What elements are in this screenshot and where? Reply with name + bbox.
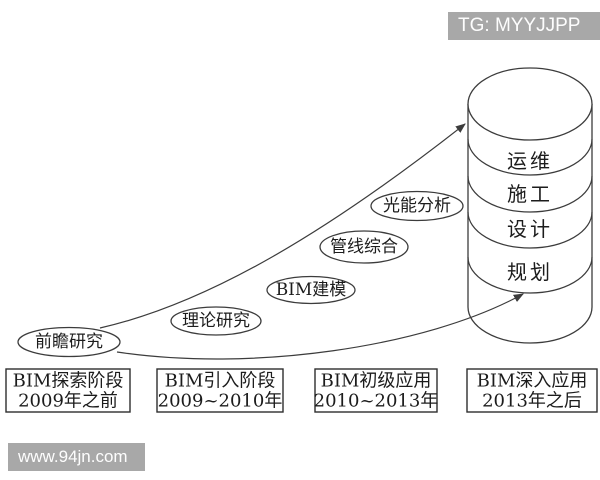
- stage-box-exploration-period: 2009年之前: [18, 391, 118, 412]
- stage-box-introduction-rect: [156, 368, 284, 413]
- stage-box-introduction: BIM引入阶段 2009~2010年: [156, 368, 284, 413]
- bubble-theoretical-research-label: 理论研究: [182, 311, 250, 331]
- bubble-bim-modeling: BIM建模: [266, 275, 356, 305]
- milestone-bubbles: 前瞻研究 理论研究 BIM建模 管线综合 光能分析: [17, 190, 464, 358]
- stage-box-introduction-title: BIM引入阶段: [165, 371, 276, 392]
- bubble-light-analysis-ellipse: [370, 190, 464, 222]
- stage-boxes: BIM探索阶段 2009年之前 BIM引入阶段 2009~2010年 BIM初级…: [5, 368, 598, 413]
- bubble-bim-modeling-ellipse: [266, 275, 356, 305]
- growth-curves: [99, 123, 524, 360]
- watermark-badge: www.94jn.com: [8, 443, 145, 471]
- bubble-theoretical-research-ellipse: [170, 306, 262, 336]
- stage-box-exploration: BIM探索阶段 2009年之前: [5, 368, 131, 413]
- bubble-pipeline-integration: 管线综合: [319, 230, 409, 264]
- cylinder-body: [467, 104, 593, 344]
- database-cylinder: 运维 施工 设计 规划: [467, 67, 593, 344]
- cylinder-divider-4: [467, 256, 593, 294]
- cylinder-layer-design: 设计: [507, 217, 553, 241]
- bubble-light-analysis: 光能分析: [370, 190, 464, 222]
- bubble-pipeline-integration-label: 管线综合: [330, 237, 398, 257]
- stage-box-introduction-period: 2009~2010年: [158, 391, 283, 412]
- cylinder-divider-1: [467, 138, 593, 176]
- bubble-foresight-research-ellipse: [17, 326, 121, 358]
- stage-box-deep-application-title: BIM深入应用: [477, 371, 588, 392]
- bubble-bim-modeling-label: BIM建模: [276, 280, 347, 300]
- lower-growth-arrow: [116, 293, 524, 360]
- cylinder-layer-operations: 运维: [507, 149, 553, 173]
- cylinder-top-lid: [467, 67, 593, 141]
- upper-growth-arrow: [99, 123, 466, 329]
- stage-box-exploration-title: BIM探索阶段: [13, 371, 124, 392]
- stage-box-deep-application-period: 2013年之后: [482, 391, 582, 412]
- bubble-pipeline-integration-ellipse: [319, 230, 409, 264]
- bubble-foresight-research: 前瞻研究: [17, 326, 121, 358]
- bubble-theoretical-research: 理论研究: [170, 306, 262, 336]
- bubble-foresight-research-label: 前瞻研究: [35, 332, 103, 352]
- bubble-light-analysis-label: 光能分析: [383, 196, 451, 216]
- stage-box-primary-application: BIM初级应用 2010~2013年: [314, 368, 439, 413]
- cylinder-divider-3: [467, 211, 593, 249]
- stage-box-deep-application: BIM深入应用 2013年之后: [466, 368, 598, 413]
- cylinder-layer-planning: 规划: [507, 260, 553, 284]
- cylinder-divider-2: [467, 175, 593, 213]
- stage-box-primary-application-rect: [314, 368, 438, 413]
- stage-box-deep-application-rect: [466, 368, 598, 413]
- stage-box-exploration-rect: [5, 368, 131, 413]
- tg-badge: TG: MYYJJPP: [448, 12, 600, 40]
- stage-box-primary-application-period: 2010~2013年: [314, 391, 439, 412]
- stage-box-primary-application-title: BIM初级应用: [321, 371, 432, 392]
- cylinder-layer-construction: 施工: [507, 182, 553, 206]
